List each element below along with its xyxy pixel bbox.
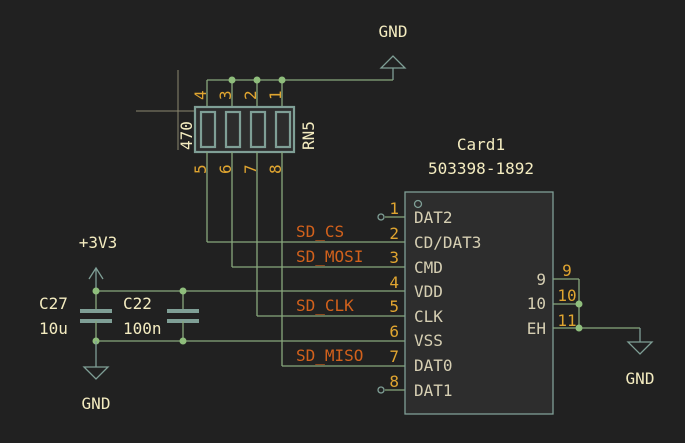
- vcc-label: +3V3: [79, 233, 118, 252]
- card1-pin-name: DAT0: [414, 356, 453, 375]
- capacitor-c22[interactable]: C22 100n: [123, 291, 199, 341]
- card1-pin-number: 7: [389, 347, 399, 366]
- gnd-right-symbol[interactable]: GND: [626, 341, 655, 388]
- junction-dot: [575, 324, 583, 332]
- card1-pin-number: 10: [557, 286, 576, 305]
- rn5-top-bus: [206, 76, 393, 112]
- net-labels: SD_CS SD_MOSI SD_CLK SD_MISO: [296, 222, 363, 365]
- vcc-3v3-symbol[interactable]: +3V3: [79, 233, 118, 291]
- card1-pin-number: 5: [389, 297, 399, 316]
- resistor-element: [274, 110, 292, 149]
- card1-pin-number: 8: [389, 372, 399, 391]
- rn5-pin-number: 2: [241, 90, 260, 100]
- capacitor-c27[interactable]: C27 10u: [39, 291, 112, 341]
- rn5-value: 470: [177, 121, 196, 150]
- card1-pin-number: 11: [557, 311, 576, 330]
- no-connect-icon: [377, 213, 385, 221]
- card1-pin-name: VSS: [414, 331, 443, 350]
- gnd-right-icon: [626, 341, 654, 355]
- gnd-left-icon: [82, 366, 110, 380]
- card1-body: [404, 191, 554, 415]
- signal-wires: [96, 152, 405, 391]
- card1-pin-name: EH: [527, 319, 546, 338]
- card1-pin-name: DAT2: [414, 208, 453, 227]
- card1-pin-name: 9: [536, 270, 546, 289]
- junction-dot: [92, 287, 100, 295]
- junction-dot: [228, 76, 236, 84]
- card1-pin-name: VDD: [414, 282, 443, 301]
- connector-card1[interactable]: Card1 503398-1892 1 2 3 4 5 6 7 8 DAT2 C…: [377, 135, 577, 415]
- junction-dot: [253, 76, 261, 84]
- net-label-sd-mosi[interactable]: SD_MOSI: [296, 247, 363, 266]
- resistor-element: [224, 110, 242, 149]
- card1-pin-name: 10: [527, 294, 546, 313]
- rn5-pin-number: 8: [266, 164, 285, 174]
- net-label-sd-cs[interactable]: SD_CS: [296, 222, 344, 241]
- junction-dot: [179, 287, 187, 295]
- junction-dot: [179, 337, 187, 345]
- rn5-pin-number: 7: [241, 164, 260, 174]
- card1-pin-number: 9: [562, 261, 572, 280]
- rn5-pin-number: 4: [191, 90, 210, 100]
- rn5-pin-number: 5: [191, 164, 210, 174]
- c27-value: 10u: [39, 319, 68, 338]
- card1-pin-name: CD/DAT3: [414, 233, 481, 252]
- card1-pin-number: 6: [389, 322, 399, 341]
- right-gnd-wires: [553, 278, 641, 342]
- gnd-left-label: GND: [82, 394, 111, 413]
- net-label-sd-miso[interactable]: SD_MISO: [296, 346, 363, 365]
- resistor-network-rn5[interactable]: 4 3 2 1 5 6 7 8 470 RN5: [136, 70, 318, 174]
- card1-reference: Card1: [457, 135, 505, 154]
- resistor-element: [199, 110, 217, 149]
- junction-dot: [278, 76, 286, 84]
- c27-reference: C27: [39, 294, 68, 313]
- rn5-pin-number: 6: [216, 164, 235, 174]
- card1-pin-number: 2: [389, 224, 399, 243]
- card1-pin-name: CMD: [414, 258, 443, 277]
- gnd-right-label: GND: [626, 369, 655, 388]
- rn5-pin-number: 3: [216, 90, 235, 100]
- gnd-left-symbol[interactable]: GND: [82, 341, 111, 413]
- rn5-reference: RN5: [299, 121, 318, 150]
- card1-value: 503398-1892: [428, 159, 534, 178]
- card1-pin-number: 4: [389, 273, 399, 292]
- gnd-top-label: GND: [379, 22, 408, 41]
- gnd-top-symbol[interactable]: GND: [379, 22, 408, 80]
- rn5-pin-number: 1: [266, 90, 285, 100]
- gnd-top-icon: [379, 55, 407, 69]
- card1-pin-name: DAT1: [414, 381, 453, 400]
- pin1-marker-icon: [413, 199, 423, 209]
- card1-pin-number: 1: [389, 199, 399, 218]
- resistor-element: [249, 110, 267, 149]
- card1-pin-number: 3: [389, 248, 399, 267]
- no-connect-icon: [377, 386, 385, 394]
- card1-pin-name: CLK: [414, 307, 443, 326]
- net-label-sd-clk[interactable]: SD_CLK: [296, 296, 354, 315]
- c22-reference: C22: [123, 294, 152, 313]
- c22-value: 100n: [123, 319, 162, 338]
- junction-dot: [575, 300, 583, 308]
